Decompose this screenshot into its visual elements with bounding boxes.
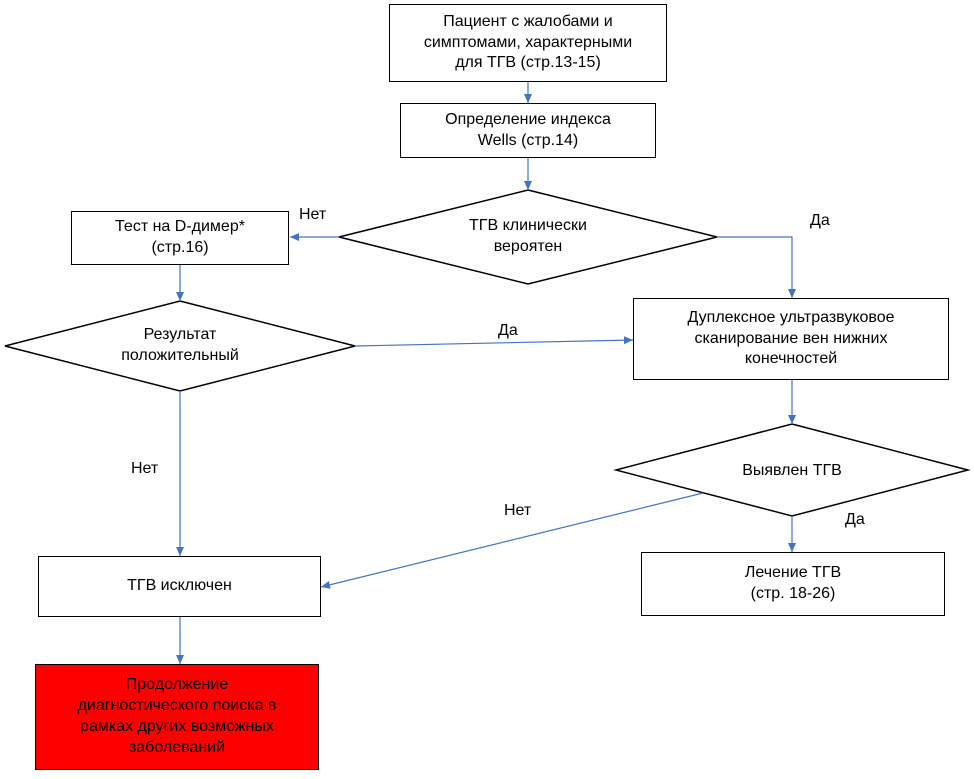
edge-label-likely-yes: Да bbox=[810, 212, 830, 229]
diamond-tgv-detected-text: Выявлен ТГВ bbox=[742, 461, 842, 479]
edge-label-positive-no: Нет bbox=[131, 460, 159, 477]
diamond-tgv-likely-text: ТГВ клинически вероятен bbox=[469, 217, 587, 255]
arrow-likely-to-duplex bbox=[717, 236, 796, 298]
diamond-tgv-likely bbox=[338, 189, 718, 285]
diamond-result-positive-text: Результат положительный bbox=[121, 326, 239, 364]
node-ddimer-test: Тест на D-димер* (стр.16) bbox=[71, 211, 289, 265]
node-treatment: Лечение ТГВ (стр. 18-26) bbox=[641, 552, 945, 616]
edge-label-positive-yes: Да bbox=[498, 322, 518, 339]
arrow-result-to-duplex bbox=[354, 336, 634, 347]
arrow-detected-to-excluded bbox=[320, 492, 704, 589]
node-tgv-excluded: ТГВ исключен bbox=[38, 556, 321, 617]
node-wells-index: Определение индекса Wells (стр.14) bbox=[400, 103, 656, 158]
edge-label-detected-yes: Да bbox=[845, 511, 865, 528]
node-continue-search: Продолжение диагностического поиска в ра… bbox=[35, 664, 319, 770]
edge-label-likely-no: Нет bbox=[299, 206, 327, 223]
node-duplex-scan: Дуплексное ультразвуковое сканирование в… bbox=[633, 298, 949, 380]
node-patient: Пациент с жалобами и симптомами, характе… bbox=[389, 4, 667, 82]
edge-label-detected-no: Нет bbox=[504, 502, 532, 519]
